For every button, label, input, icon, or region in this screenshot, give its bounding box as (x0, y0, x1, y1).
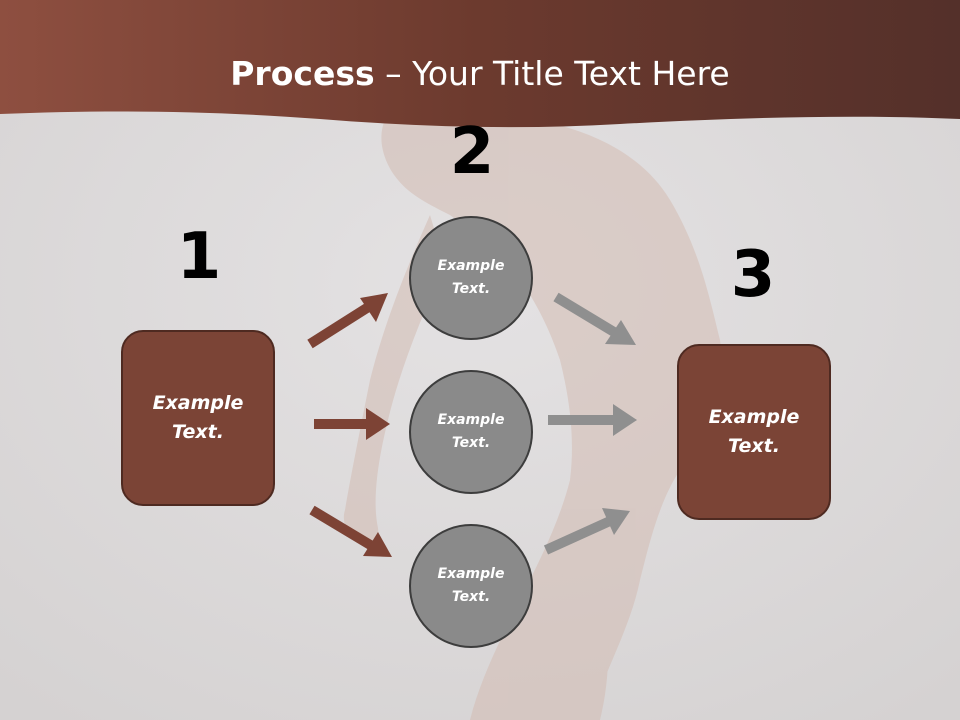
step-2-circle-top: Example Text. (409, 216, 533, 340)
arrow-to-circle-middle (314, 408, 390, 440)
arrow-from-circle-top (553, 292, 636, 345)
step-3-number: 3 (730, 238, 776, 312)
circle-top-line2: Text. (451, 281, 491, 297)
step-1-number: 1 (176, 220, 222, 294)
arrow-to-circle-top (307, 293, 388, 349)
circle-bottom-line1: Example (437, 566, 505, 582)
slide-title: Process – Your Title Text Here (0, 52, 960, 96)
header-band (0, 0, 960, 128)
step-2-circle-middle: Example Text. (409, 370, 533, 494)
title-rest: Your Title Text Here (412, 54, 730, 93)
arrow-from-circle-bottom (543, 508, 630, 555)
step-3-line1: Example (708, 406, 800, 428)
title-separator: – (374, 54, 413, 93)
arrow-to-circle-bottom (309, 505, 392, 557)
step-1-box: Example Text. (121, 330, 275, 506)
step-1-line1: Example (152, 392, 244, 414)
title-bold: Process (230, 54, 375, 93)
step-3-text: Example Text. (709, 403, 800, 461)
circle-top-line1: Example (437, 258, 505, 274)
step-1-text: Example Text. (153, 389, 244, 447)
step-3-line2: Text. (728, 435, 780, 457)
circle-middle-line2: Text. (451, 435, 491, 451)
circle-middle-line1: Example (437, 412, 505, 428)
step-2-circle-bottom: Example Text. (409, 524, 533, 648)
step-1-line2: Text. (172, 421, 224, 443)
step-2-number: 2 (449, 115, 495, 189)
arrow-from-circle-middle (548, 404, 637, 436)
step-3-box: Example Text. (677, 344, 831, 520)
circle-bottom-line2: Text. (451, 589, 491, 605)
